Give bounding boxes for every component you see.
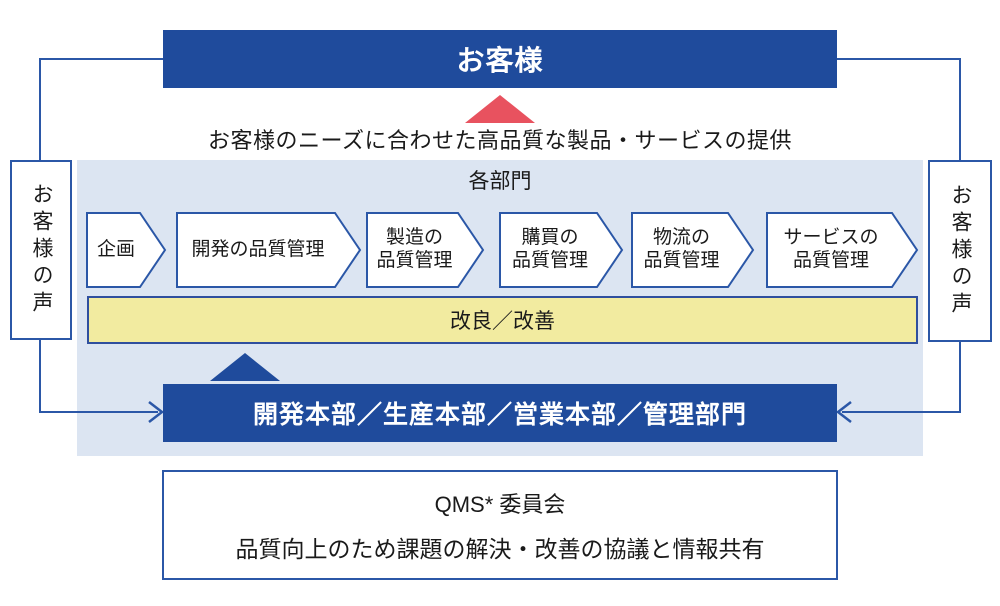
process-step-development-quality: 開発の品質管理: [191, 238, 325, 260]
departments-panel-title: 各部門: [468, 170, 532, 193]
process-step-purchasing-quality: 購買の 品質管理: [511, 227, 588, 271]
customer-voice-box-right: お客様の声: [928, 160, 992, 342]
process-step-planning: 企画: [96, 238, 135, 260]
delivery-note-text: お客様のニーズに合わせた高品質な製品・サービスの提供: [208, 128, 792, 153]
divisions-banner: 開発本部／生産本部／営業本部／管理部門: [163, 384, 837, 442]
qms-committee-description: 品質向上のため課題の解決・改善の協議と情報共有: [235, 535, 765, 562]
qms-committee-box: QMS* 委員会 品質向上のため課題の解決・改善の協議と情報共有: [162, 470, 838, 580]
customer-banner: お客様: [163, 30, 837, 88]
qms-committee-title: QMS* 委員会: [434, 491, 566, 517]
process-step-service-quality: サービスの 品質管理: [783, 227, 879, 271]
improvement-bar: 改良／改善: [87, 296, 918, 344]
process-step-manufacturing-quality: 製造の 品質管理: [376, 227, 453, 271]
customer-voice-box-left: お客様の声: [10, 160, 72, 340]
up-triangle-red-icon: [465, 95, 535, 123]
process-step-logistics-quality: 物流の 品質管理: [643, 227, 720, 271]
